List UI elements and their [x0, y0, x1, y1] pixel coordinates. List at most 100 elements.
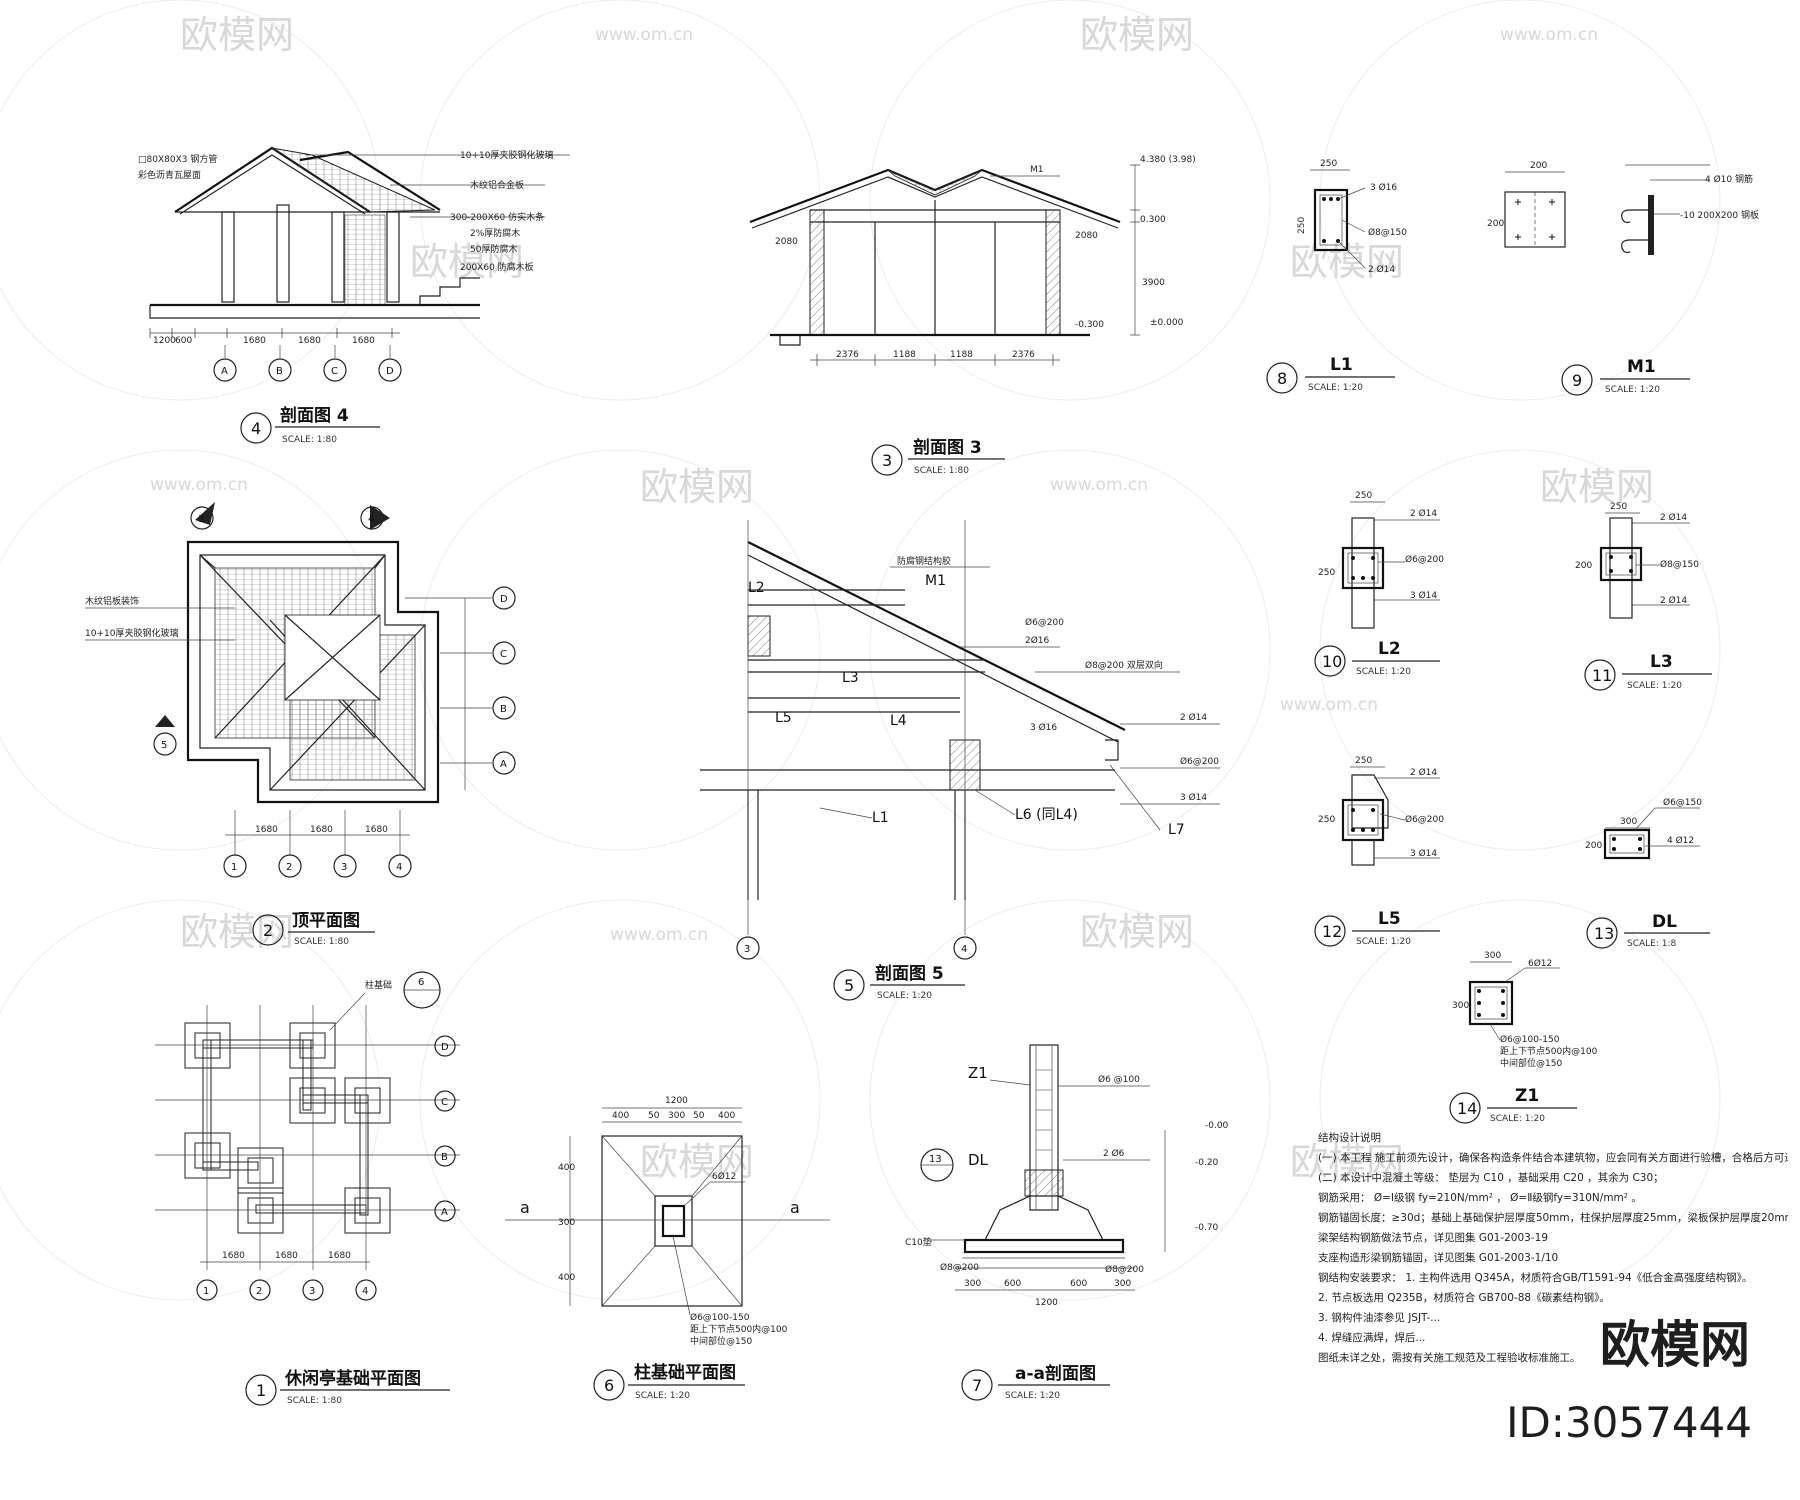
svg-text:L1: L1 [872, 810, 889, 826]
dim: 1200 [153, 336, 176, 346]
svg-text:2376: 2376 [836, 350, 859, 360]
watermark-brand: 欧模网 [180, 13, 294, 57]
beam-l1-section: 250 250 3 Ø16 Ø8@150 2 Ø14 [1297, 159, 1407, 275]
svg-text:10: 10 [1322, 652, 1342, 671]
svg-text:SCALE: 1:20: SCALE: 1:20 [1605, 385, 1660, 395]
svg-text:Ø6@200: Ø6@200 [1180, 756, 1219, 767]
column-z1-section: 300 300 6Ø12 Ø6@100-150 距上下节点500内@100 中间… [1452, 951, 1598, 1069]
view-title-11: 11 L3 SCALE: 1:20 [1584, 652, 1712, 691]
svg-text:2 Ø14: 2 Ø14 [1660, 512, 1687, 523]
svg-text:-0.70: -0.70 [1195, 1223, 1219, 1233]
svg-text:2 Ø14: 2 Ø14 [1410, 767, 1437, 778]
plate-m1-detail: 200 200 4 Ø10 钢筋 -10 200X200 钢板 [1487, 161, 1759, 255]
svg-text:剖面图 5: 剖面图 5 [875, 963, 944, 984]
svg-text:顶平面图: 顶平面图 [292, 911, 360, 931]
svg-text:300: 300 [558, 1218, 575, 1228]
beam-dl-section: 300 200 Ø6@150 4 Ø12 [1585, 797, 1702, 860]
svg-text:SCALE: 1:20: SCALE: 1:20 [635, 1391, 690, 1401]
svg-text:中间部位@150: 中间部位@150 [690, 1335, 752, 1347]
svg-text:600: 600 [1004, 1279, 1021, 1289]
section-5-drawing: 3 4 L2 M1 L3 L5 L4 L1 L6 (同L4) L7 防腐钢结构胶… [700, 520, 1220, 960]
svg-text:2 Ø14: 2 Ø14 [1180, 712, 1207, 723]
svg-text:4: 4 [396, 862, 402, 873]
note-line: 钢筋采用： Ø=Ⅰ级钢 fy=210N/mm² ， Ø=Ⅱ级钢fy=310N/m… [1318, 1192, 1642, 1204]
svg-text:300: 300 [1620, 817, 1637, 827]
svg-text:L4: L4 [890, 713, 907, 729]
svg-text:300: 300 [668, 1111, 685, 1121]
svg-text:2 Ø14: 2 Ø14 [1368, 264, 1395, 275]
svg-text:400: 400 [558, 1273, 575, 1283]
watermark-url: www.om.cn [595, 25, 693, 45]
svg-text:-10 200X200 钢板: -10 200X200 钢板 [1680, 209, 1759, 221]
axis-label: A [221, 366, 228, 377]
svg-text:250: 250 [1355, 491, 1372, 501]
watermark-url: www.om.cn [150, 475, 248, 495]
svg-text:1680: 1680 [365, 825, 388, 835]
svg-text:SCALE: 1:8: SCALE: 1:8 [1627, 939, 1677, 949]
note-line: 钢筋锚固长度：≥30d；基础上基础保护层厚度50mm，柱保护层厚度25mm，梁板… [1318, 1212, 1788, 1224]
beam-l5-section: 250 250 2 Ø14 Ø6@200 3 Ø14 [1318, 756, 1444, 866]
svg-text:±0.000: ±0.000 [1150, 318, 1184, 328]
watermark-brand: 欧模网 [1540, 465, 1654, 509]
watermark-brand: 欧模网 [410, 240, 524, 284]
view-title-9: 9 M1 SCALE: 1:20 [1561, 357, 1690, 396]
svg-text:中间部位@150: 中间部位@150 [1500, 1057, 1562, 1069]
note: □80X80X3 钢方管 [138, 153, 217, 165]
note-line: 2. 节点板选用 Q235B，材质符合 GB700-88《碳素结构钢》。 [1318, 1292, 1610, 1304]
svg-text:L5: L5 [775, 710, 792, 726]
svg-text:防腐钢结构胶: 防腐钢结构胶 [897, 555, 951, 567]
watermark-brand: 欧模网 [1080, 13, 1194, 57]
svg-text:Ø6@200: Ø6@200 [1405, 554, 1444, 565]
note-line: (一) 本工程 施工前须先设计，确保各构造条件结合本建筑物，应会同有关方面进行验… [1318, 1152, 1788, 1164]
watermark-brand: 欧模网 [1290, 1140, 1404, 1184]
svg-text:A: A [500, 759, 507, 770]
svg-text:1188: 1188 [893, 350, 916, 360]
svg-text:-0.300: -0.300 [1075, 320, 1104, 330]
svg-text:M1: M1 [1030, 165, 1044, 175]
svg-text:SCALE: 1:80: SCALE: 1:80 [914, 466, 969, 476]
svg-text:5: 5 [161, 740, 167, 751]
svg-text:3 Ø14: 3 Ø14 [1180, 792, 1207, 803]
svg-text:1200: 1200 [1035, 1298, 1058, 1308]
svg-text:L3: L3 [1650, 652, 1673, 672]
view-title-12: 12 L5 SCALE: 1:20 [1314, 909, 1440, 947]
svg-text:11: 11 [1592, 666, 1612, 685]
svg-text:2080: 2080 [1075, 231, 1098, 241]
svg-text:50: 50 [693, 1111, 705, 1121]
note-line: 3. 钢构件油漆参见 JSJT-... [1318, 1312, 1441, 1324]
svg-text:3 Ø14: 3 Ø14 [1410, 590, 1437, 601]
svg-text:4: 4 [251, 419, 261, 438]
svg-text:5: 5 [844, 976, 854, 995]
svg-text:1680: 1680 [328, 1251, 351, 1261]
svg-text:柱基础平面图: 柱基础平面图 [634, 1362, 736, 1383]
svg-text:a: a [520, 1198, 530, 1217]
svg-text:8: 8 [1277, 369, 1287, 388]
svg-text:2 Ø6: 2 Ø6 [1103, 1148, 1125, 1159]
svg-text:Ø6@100-150: Ø6@100-150 [690, 1312, 750, 1323]
corner-id: ID:3057444 [1506, 1398, 1752, 1447]
svg-text:3: 3 [198, 514, 204, 525]
axis-label: B [276, 366, 283, 377]
svg-text:300: 300 [964, 1279, 981, 1289]
svg-text:剖面图 4: 剖面图 4 [280, 405, 349, 426]
svg-text:M1: M1 [925, 573, 946, 589]
svg-text:Ø8@200: Ø8@200 [940, 1262, 979, 1273]
section-3-drawing: 2376 1188 1188 2376 M1 2080 2080 3900 4.… [749, 155, 1196, 366]
dim: 1680 [243, 336, 266, 346]
watermark-arcs [0, 0, 1721, 1301]
note-line: 4. 焊缝应满焊，焊后... [1318, 1332, 1426, 1344]
svg-text:2: 2 [286, 862, 292, 873]
roof-plan-drawing: 木纹铝板装饰 10+10厚夹胶钢化玻璃 D C B A 1 2 3 4 1680… [85, 502, 516, 878]
svg-text:L2: L2 [1378, 639, 1401, 659]
svg-text:250: 250 [1355, 756, 1372, 766]
svg-text:剖面图 3: 剖面图 3 [913, 437, 982, 458]
svg-text:3900: 3900 [1142, 278, 1165, 288]
note: 200X60 防腐木板 [460, 261, 534, 273]
watermark-url: www.om.cn [1050, 475, 1148, 495]
svg-text:SCALE: 1:20: SCALE: 1:20 [1308, 383, 1363, 393]
svg-text:D: D [441, 1042, 449, 1053]
svg-text:600: 600 [1070, 1279, 1087, 1289]
svg-text:1200: 1200 [665, 1096, 688, 1106]
dim: 1680 [298, 336, 321, 346]
